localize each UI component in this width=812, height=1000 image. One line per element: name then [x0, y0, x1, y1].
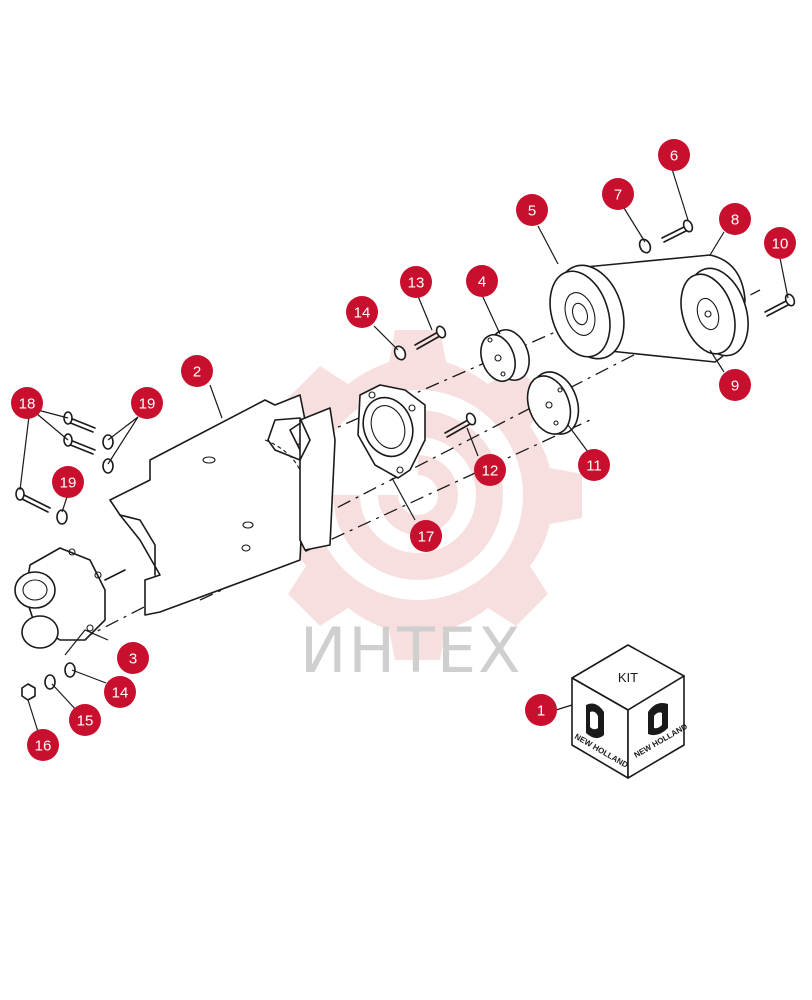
callout-number: 4 — [478, 274, 486, 291]
bolt-6 — [661, 219, 694, 243]
callout-number: 14 — [112, 685, 129, 702]
nut-16-washer-15-14 — [21, 662, 76, 701]
new-holland-logo-left-icon — [586, 703, 604, 739]
hub-disc — [526, 371, 580, 435]
mounting-plate — [264, 407, 336, 551]
callout-number: 6 — [670, 148, 678, 165]
callout-14: 14 — [346, 296, 378, 328]
callout-number: 12 — [482, 463, 499, 480]
callout-6: 6 — [658, 139, 690, 171]
callout-11: 11 — [578, 449, 610, 481]
callout-number: 9 — [731, 378, 739, 395]
bolts-18 — [15, 411, 96, 513]
hydraulic-motor — [14, 547, 126, 649]
hub — [480, 329, 530, 383]
watermark-text: ИНТЕХ — [300, 614, 523, 687]
callout-number: 15 — [77, 713, 94, 730]
new-holland-logo-right-icon — [648, 703, 668, 736]
callout-17: 17 — [410, 520, 442, 552]
callout-16: 16 — [27, 729, 59, 761]
callout-number: 19 — [139, 396, 156, 413]
drive-pulley — [549, 264, 625, 360]
callout-19: 19 — [131, 387, 163, 419]
bracket-plate — [109, 394, 306, 616]
callout-10: 10 — [764, 227, 796, 259]
callout-4: 4 — [466, 265, 498, 297]
callout-3: 3 — [117, 642, 149, 674]
callout-number: 2 — [193, 364, 201, 381]
callout-number: 10 — [772, 236, 789, 253]
callout-5: 5 — [516, 194, 548, 226]
callout-19: 19 — [52, 466, 84, 498]
callout-number: 13 — [408, 275, 425, 292]
callout-number: 18 — [19, 396, 36, 413]
callout-number: 1 — [537, 703, 545, 720]
callout-12: 12 — [474, 454, 506, 486]
driven-pulley — [680, 267, 749, 357]
callout-number: 7 — [614, 187, 622, 204]
callout-2: 2 — [181, 355, 213, 387]
bolt-12 — [444, 412, 477, 438]
bolt-13 — [414, 325, 447, 350]
flange-bracket — [357, 384, 426, 479]
callout-number: 16 — [35, 738, 52, 755]
kit-box: KIT NEW HOLLAND NEW HOLLAND — [571, 644, 689, 779]
callout-1: 1 — [525, 694, 557, 726]
callout-7: 7 — [602, 178, 634, 210]
callout-13: 13 — [400, 266, 432, 298]
callout-number: 19 — [60, 475, 77, 492]
callout-number: 5 — [528, 203, 536, 220]
bolt-10 — [764, 293, 796, 317]
callout-number: 3 — [129, 651, 137, 668]
washer-7 — [638, 238, 652, 254]
callout-9: 9 — [719, 369, 751, 401]
kit-label: KIT — [618, 670, 638, 685]
callout-number: 11 — [586, 458, 602, 475]
callout-14: 14 — [104, 676, 136, 708]
callout-number: 14 — [354, 305, 371, 322]
callout-18: 18 — [11, 387, 43, 419]
callout-15: 15 — [69, 704, 101, 736]
callout-8: 8 — [719, 203, 751, 235]
callout-number: 8 — [731, 212, 739, 229]
leader-lines — [19, 168, 789, 739]
callout-number: 17 — [418, 529, 435, 546]
